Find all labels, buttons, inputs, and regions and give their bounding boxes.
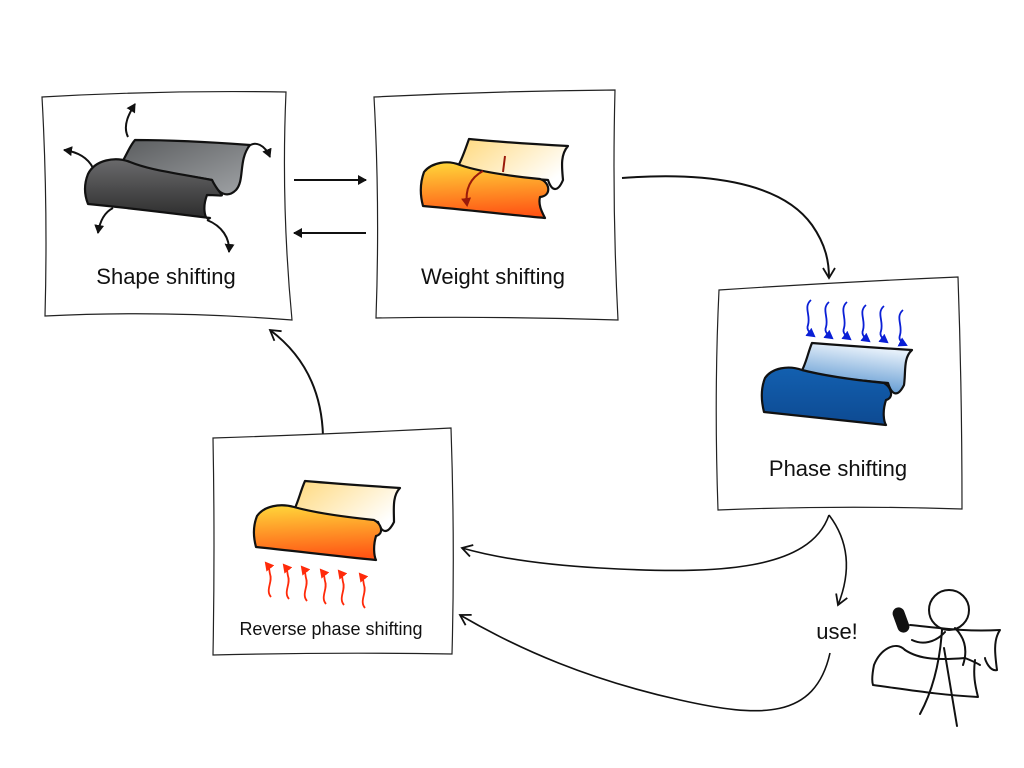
node-label: Reverse phase shifting — [239, 619, 422, 639]
outgoing-wavy-arrows-icon — [264, 561, 369, 609]
edge-weight-to-phase — [621, 175, 836, 280]
use-label: use! — [816, 619, 858, 644]
sheet-icon-gray — [83, 138, 252, 220]
sheet-icon-blue — [760, 341, 914, 427]
sheet-icon-orange — [252, 479, 402, 562]
edge-use-to-reverse — [458, 613, 831, 712]
edge-phase-to-reverse — [460, 514, 830, 572]
node-label: Phase shifting — [769, 456, 907, 481]
sheet-icon-orange — [419, 137, 570, 220]
node-label: Weight shifting — [421, 264, 565, 289]
node-reverse-phase-shifting[interactable]: Reverse phase shifting — [212, 427, 454, 656]
node-label: Shape shifting — [96, 264, 235, 289]
person-with-sheet-icon — [871, 589, 1001, 727]
edge-reverse-to-shape — [268, 328, 324, 437]
outward-arrows-icon — [63, 103, 272, 253]
node-shape-shifting[interactable]: Shape shifting — [41, 90, 293, 321]
node-phase-shifting[interactable]: Phase shifting — [715, 276, 963, 511]
node-weight-shifting[interactable]: Weight shifting — [373, 89, 619, 321]
incoming-wavy-arrows-icon — [805, 299, 908, 347]
edge-phase-to-use — [828, 514, 848, 607]
